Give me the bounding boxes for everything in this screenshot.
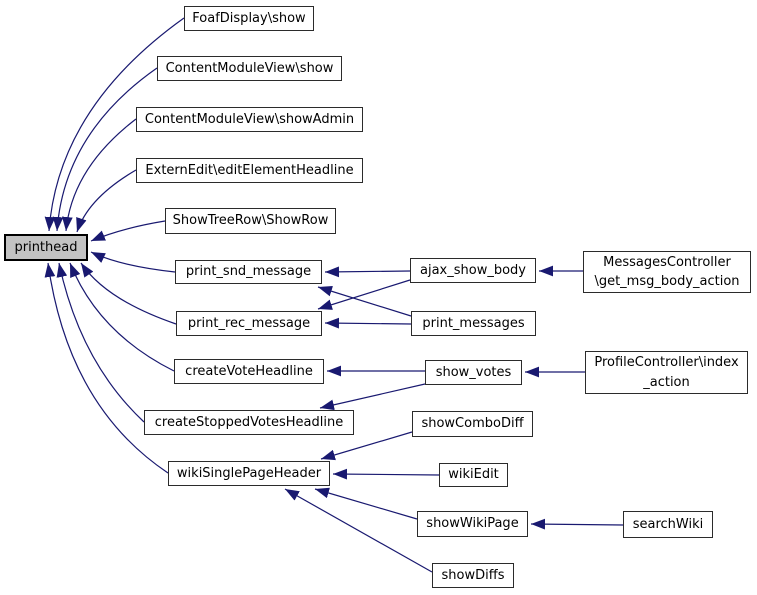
node-wikiedit[interactable]: wikiEdit bbox=[439, 463, 508, 487]
edge-print-messages-to-print-snd-message bbox=[317, 286, 412, 317]
edge-showdiffs-to-wikisinglepageheader bbox=[284, 488, 433, 573]
node-createvoteheadline[interactable]: createVoteHeadline bbox=[174, 359, 324, 384]
edge-externedit-editelementheadline-to-printhead bbox=[76, 169, 137, 233]
edge-print-messages-to-print-rec-message bbox=[324, 317, 412, 329]
node-contentmoduleview-show[interactable]: ContentModuleView\show bbox=[157, 56, 342, 81]
edge-contentmoduleview-show-to-printhead bbox=[52, 67, 158, 232]
node-messagescontroller-get-msg-body-action[interactable]: MessagesController \get_msg_body_action bbox=[583, 251, 751, 293]
node-foafdisplay-show[interactable]: FoafDisplay\show bbox=[184, 6, 314, 31]
node-externedit-editelementheadline[interactable]: ExternEdit\editElementHeadline bbox=[136, 158, 363, 183]
node-showtreerow-showrow[interactable]: ShowTreeRow\ShowRow bbox=[165, 208, 336, 234]
node-showcombodiff[interactable]: showComboDiff bbox=[412, 411, 533, 437]
edge-showwikipage-to-wikisinglepageheader bbox=[314, 487, 418, 520]
edge-print-snd-message-to-printhead bbox=[90, 251, 176, 273]
edge-createvoteheadline-to-printhead bbox=[69, 262, 175, 372]
edge-showcombodiff-to-wikisinglepageheader bbox=[320, 431, 413, 461]
node-show-votes[interactable]: show_votes bbox=[425, 360, 522, 385]
edge-ajax-show-body-to-print-rec-message bbox=[317, 279, 411, 310]
node-showwikipage[interactable]: showWikiPage bbox=[417, 511, 528, 537]
edge-showtreerow-showrow-to-printhead bbox=[90, 220, 166, 242]
edge-print-rec-message-to-printhead bbox=[80, 262, 177, 325]
node-contentmoduleview-showadmin[interactable]: ContentModuleView\showAdmin bbox=[136, 107, 363, 132]
node-createstoppedvotesheadline[interactable]: createStoppedVotesHeadline bbox=[144, 410, 354, 435]
node-searchwiki[interactable]: searchWiki bbox=[623, 511, 713, 538]
node-profilecontroller-index-action[interactable]: ProfileController\index _action bbox=[585, 351, 748, 394]
edge-createstoppedvotesheadline-to-printhead bbox=[56, 262, 145, 423]
edge-foafdisplay-show-to-printhead bbox=[44, 17, 185, 232]
node-print-messages[interactable]: print_messages bbox=[411, 311, 536, 336]
edge-show-votes-to-createstoppedvotesheadline bbox=[319, 383, 426, 411]
edge-contentmoduleview-showadmin-to-printhead bbox=[61, 118, 137, 232]
node-print-snd-message[interactable]: print_snd_message bbox=[175, 260, 322, 284]
edge-ajax-show-body-to-print-snd-message bbox=[324, 266, 411, 278]
node-showdiffs[interactable]: showDiffs bbox=[432, 563, 514, 588]
node-ajax-show-body[interactable]: ajax_show_body bbox=[410, 258, 536, 283]
edge-searchwiki-to-showwikipage bbox=[530, 518, 624, 530]
edge-wikisinglepageheader-to-printhead bbox=[44, 262, 169, 474]
edge-wikiedit-to-wikisinglepageheader bbox=[332, 468, 440, 480]
node-wikisinglepageheader[interactable]: wikiSinglePageHeader bbox=[168, 461, 330, 486]
node-printhead[interactable]: printhead bbox=[4, 234, 88, 261]
node-print-rec-message[interactable]: print_rec_message bbox=[176, 311, 322, 336]
